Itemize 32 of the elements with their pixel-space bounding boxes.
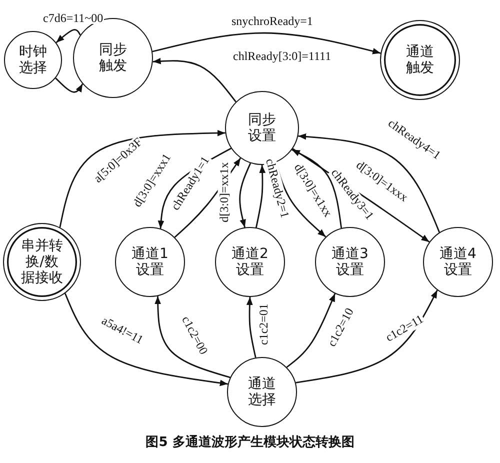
- transition-arrow: [56, 29, 81, 44]
- state-name: 通道4设置: [438, 246, 478, 278]
- figure-caption: 图5 多通道波形产生模块状态转换图: [144, 434, 356, 451]
- state-name: 时钟选择: [18, 44, 48, 76]
- transition-arrow: [152, 32, 381, 54]
- transition-arrow: [292, 149, 342, 228]
- state-name: 同步设置: [247, 112, 277, 144]
- state-circle: [315, 227, 385, 297]
- transition-arrow: [55, 78, 84, 93]
- state-circle: [423, 227, 493, 297]
- state-name: 串并转换/数据接收: [20, 238, 64, 286]
- edge-label: chlReady[3:0]=1111: [232, 50, 332, 62]
- transition-arrow: [154, 296, 230, 378]
- transition-arrow: [296, 290, 438, 384]
- edge-label: snychroReady=1: [230, 14, 314, 28]
- edge-label: c1c2=01: [256, 302, 270, 346]
- transition-arrow: [59, 130, 226, 228]
- transition-arrow: [152, 58, 236, 102]
- transition-arrow: [64, 293, 228, 386]
- transition-arrow: [286, 293, 336, 368]
- transition-arrow: [246, 296, 256, 358]
- state-name: 通道触发: [405, 44, 435, 76]
- edge-label: d[3:0]=xx1x: [218, 160, 230, 223]
- transition-arrow: [255, 164, 266, 228]
- state-name: 同步触发: [98, 42, 128, 74]
- state-name: 通道3设置: [330, 246, 370, 278]
- edge-label: c7d6=11~00: [42, 12, 104, 24]
- state-name: 通道选择: [247, 376, 277, 408]
- transition-arrow: [239, 162, 252, 228]
- transition-arrow: [298, 133, 440, 233]
- state-name: 通道2设置: [230, 246, 270, 278]
- state-name: 通道1设置: [130, 246, 170, 278]
